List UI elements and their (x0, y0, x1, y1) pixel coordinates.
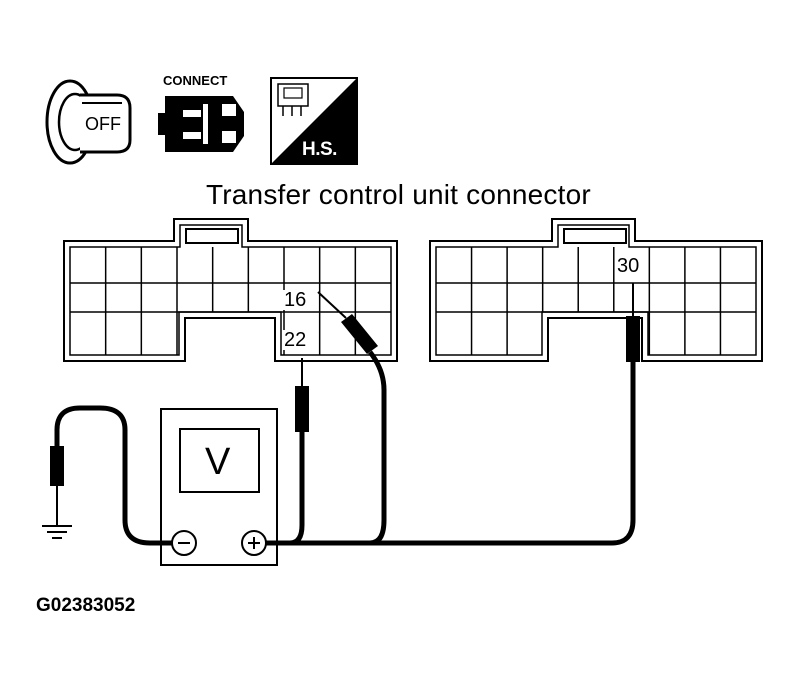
connector-left (63, 218, 398, 362)
off-label: OFF (85, 114, 121, 134)
diagram-title: Transfer control unit connector (206, 179, 591, 210)
figure-id: G02383052 (36, 595, 136, 616)
hs-label: H.S. (302, 139, 337, 160)
connector-right (429, 218, 763, 362)
ground-lead (42, 405, 172, 546)
pin-label-16: 16 (283, 289, 308, 311)
ignition-key-icon (45, 79, 132, 165)
connector-icon (158, 96, 244, 152)
connect-label: CONNECT (163, 73, 228, 88)
voltmeter (160, 408, 278, 566)
probe-lead-pin-30 (370, 283, 640, 546)
pin-label-22: 22 (283, 329, 308, 351)
pin-label-30: 30 (616, 255, 641, 277)
harness-side-icon (270, 77, 358, 165)
voltmeter-display: V (205, 441, 231, 483)
